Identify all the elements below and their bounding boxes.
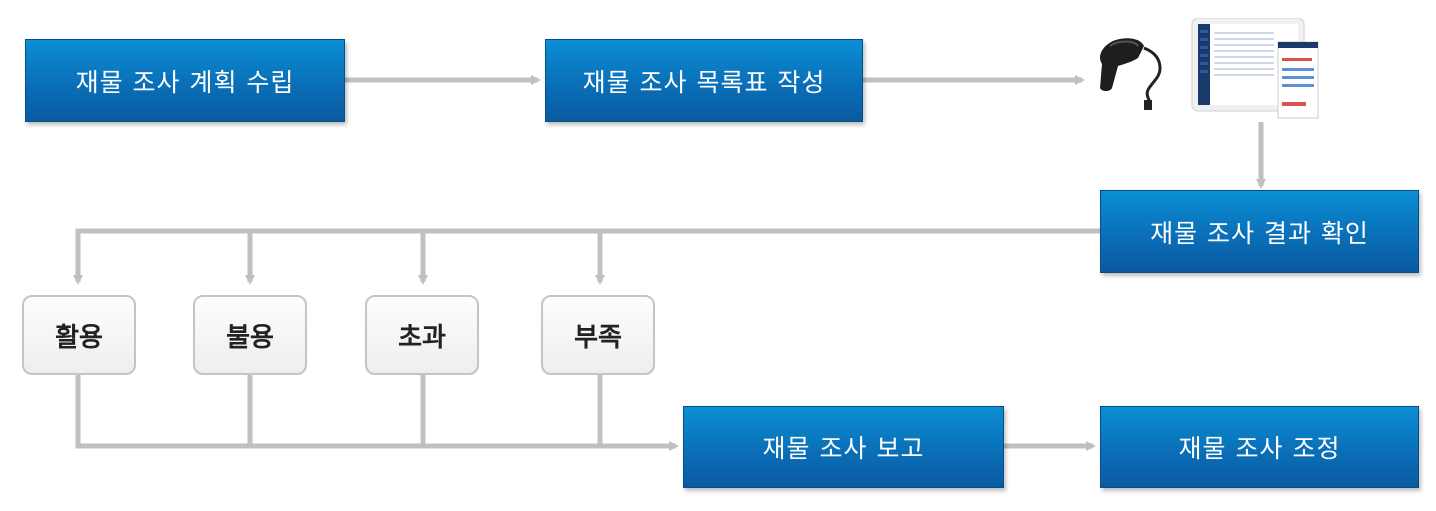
step-list-box: 재물 조사 목록표 작성 [545,39,863,122]
category-bulyong: 불용 [193,295,307,375]
device-illustration [1088,17,1320,120]
category-hwalyong: 활용 [22,295,136,375]
step-report-box: 재물 조사 보고 [683,406,1004,488]
tablet-icon [1191,17,1319,119]
step-result-box: 재물 조사 결과 확인 [1100,190,1419,273]
merge-line [75,375,679,451]
step-adjust-box: 재물 조사 조정 [1100,406,1419,488]
barcode-scanner-icon [1100,38,1162,110]
step-plan-box: 재물 조사 계획 수립 [25,39,345,122]
category-bujok: 부족 [541,295,655,375]
branch-line [73,228,1100,285]
category-chogwa: 초과 [365,295,479,375]
